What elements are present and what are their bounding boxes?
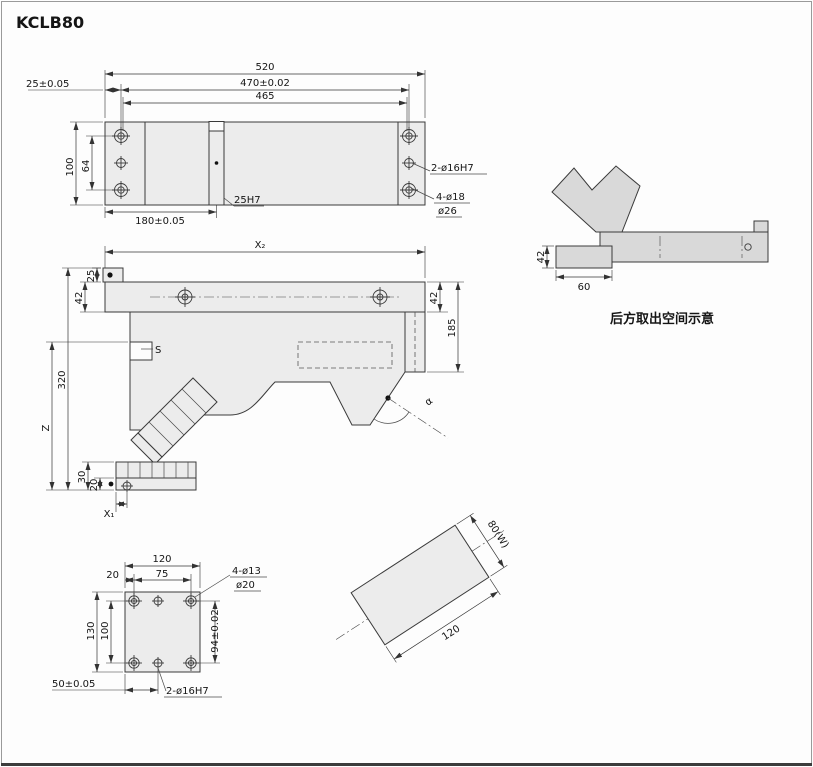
fastener-dot (107, 272, 113, 278)
side-block (555, 245, 613, 269)
dim-42-right: 42 (429, 292, 440, 305)
callout-o20: ø20 (236, 580, 255, 591)
dim-185: 185 (447, 318, 458, 337)
base-ticks (127, 462, 189, 478)
dim-120: 120 (152, 554, 171, 565)
dim-75: 75 (156, 569, 169, 580)
dim-94: 94±0.02 (210, 609, 221, 652)
dim-64: 64 (81, 160, 92, 173)
top-view-callouts: 2-ø16H7 4-ø18 ø26 (410, 162, 487, 218)
label-s: S (155, 345, 161, 356)
side-view: 42 60 后方取出空间示意 (536, 165, 769, 327)
dim-25H7: 25H7 (234, 195, 261, 206)
dim-520: 520 (255, 62, 274, 73)
dim-470: 470±0.02 (240, 78, 290, 89)
callout-o26: ø26 (438, 206, 457, 217)
iso-extension-lines (385, 512, 508, 663)
dim-x1: X₁ (104, 509, 115, 520)
dim-320: 320 (57, 370, 68, 389)
dim-100: 100 (100, 621, 111, 640)
dim-42: 42 (536, 251, 547, 264)
hidden-slot (297, 341, 393, 369)
bottom-plate (124, 591, 201, 673)
dim-20: 20 (106, 570, 119, 581)
dim-25-edge: 25±0.05 (26, 79, 69, 90)
top-view-plate (104, 121, 426, 206)
side-end-tab (753, 220, 769, 233)
side-hole (744, 243, 752, 251)
callout-2-o16H7: 2-ø16H7 (166, 686, 209, 697)
front-left-tab (102, 267, 124, 283)
gripper-hatch (148, 388, 207, 447)
callout-2-o16H7: 2-ø16H7 (431, 163, 474, 174)
dim-line-80w (469, 515, 505, 568)
base-lower (115, 477, 197, 491)
side-bar (599, 231, 769, 263)
dim-42-left: 42 (74, 292, 85, 305)
fastener-dot (108, 481, 114, 487)
front-view: X₂ S (41, 240, 464, 520)
bottom-view-callouts: 4-ø13 ø20 2-ø16H7 (157, 566, 267, 698)
dim-line-120 (393, 591, 499, 660)
dim-100: 100 (65, 157, 76, 176)
dim-180: 180±0.05 (135, 216, 185, 227)
dim-60: 60 (578, 282, 591, 293)
s-step (129, 341, 153, 361)
dim-20: 20 (89, 479, 100, 492)
callout-4-o18: 4-ø18 (436, 192, 465, 203)
side-clamp-arm (551, 165, 641, 233)
callout-4-o13: 4-ø13 (232, 566, 261, 577)
top-slot-notch (208, 121, 225, 132)
dim-25: 25 (86, 270, 97, 283)
bottom-view: 120 20 75 130 100 94±0.02 50±0.05 4-ø13 … (52, 554, 267, 698)
side-view-caption: 后方取出空间示意 (610, 311, 714, 327)
dim-50: 50±0.05 (52, 679, 95, 690)
page-title: KCLB80 (16, 13, 84, 32)
dim-x2: X₂ (255, 240, 266, 251)
top-view: 520 470±0.02 465 25±0.05 100 64 180±0.05… (26, 62, 487, 227)
dim-130: 130 (86, 621, 97, 640)
dim-465: 465 (255, 91, 274, 102)
dim-30: 30 (77, 471, 88, 484)
dim-z: Z (41, 424, 52, 431)
center-point (214, 161, 219, 165)
